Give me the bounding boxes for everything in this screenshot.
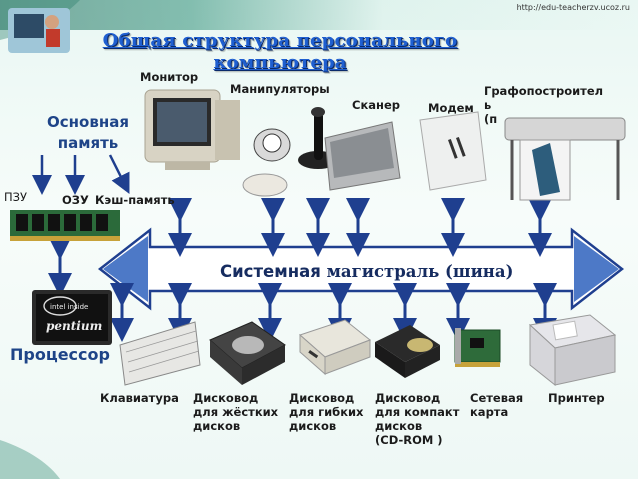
plotter-label: Графопостроител ь (п (484, 84, 604, 126)
monitor-label: Монитор (140, 70, 199, 84)
manipulators-label: Манипуляторы (230, 82, 330, 96)
bus-word2: магистраль (шина) (326, 262, 514, 281)
scanner-label: Сканер (352, 98, 400, 112)
ram-module-image (10, 210, 120, 241)
chip-pentium-text: pentium (46, 319, 102, 333)
cdrom-drive-image (375, 325, 440, 378)
fdd-label: Дисковод для гибких дисков (289, 391, 364, 433)
monitor-image (144, 89, 240, 170)
processor-label: Процессор (10, 345, 110, 364)
printer-label: Принтер (548, 391, 605, 405)
printer-image (528, 314, 617, 387)
hard-disk-image (209, 321, 286, 385)
cdrom-label: Дисковод для компакт дисков (CD-ROM ) (375, 391, 460, 447)
plotter-image (504, 117, 626, 201)
processor-chip-image: intel inside pentium (32, 290, 112, 345)
rom-label: ПЗУ (4, 190, 28, 204)
system-bus-label: Системная магистраль (шина) (220, 262, 513, 281)
hdd-label: Дисковод для жёстких дисков (193, 391, 279, 433)
main-memory-label: Основная память (47, 113, 129, 152)
network-card-image (454, 328, 501, 367)
system-bus-arrow (97, 227, 625, 311)
page-title: Общая структура персонального компьютера (102, 30, 458, 73)
modem-label: Модем (428, 101, 474, 115)
bus-word1: Системная (220, 262, 321, 281)
chip-intel-text: intel inside (50, 303, 88, 311)
mouse-image (242, 173, 288, 197)
trackball-image (253, 128, 291, 162)
network-card-label: Сетевая карта (470, 391, 524, 419)
floppy-drive-image (299, 319, 371, 376)
cache-label: Кэш-память (95, 193, 175, 207)
ram-label: ОЗУ (62, 193, 89, 207)
scanner-image (324, 121, 401, 191)
top-corner-decoration (0, 0, 638, 30)
source-url: http://edu-teacherzv.ucoz.ru (516, 3, 630, 12)
person-computer-illustration (8, 8, 70, 53)
keyboard-image (119, 321, 201, 386)
modem-image (419, 111, 487, 191)
arrow-mainmem-cache (108, 154, 130, 194)
keyboard-label: Клавиатура (100, 391, 179, 405)
